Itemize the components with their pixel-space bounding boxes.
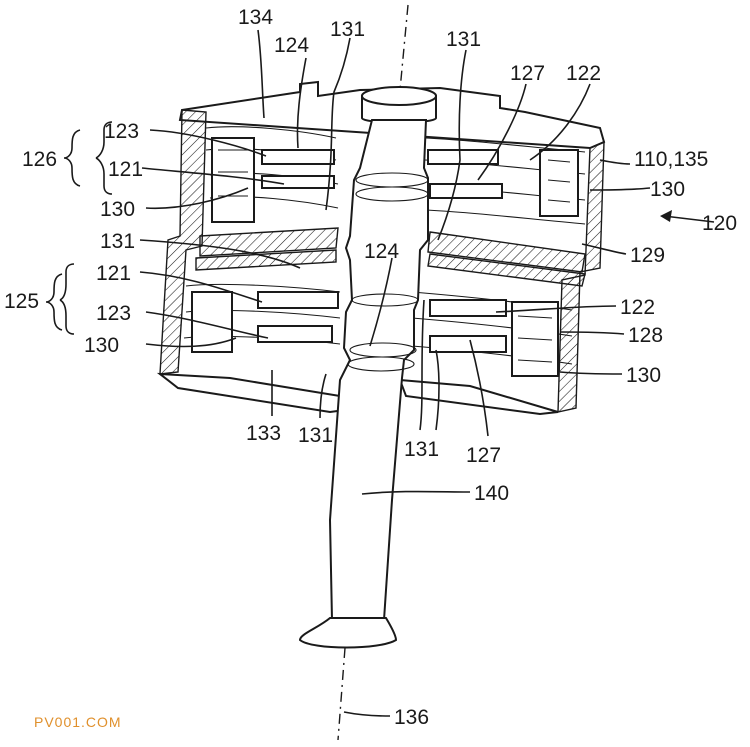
label-126: 126: [22, 148, 57, 171]
label-123-lower: 123: [96, 302, 131, 325]
label-130-upper-right: 130: [650, 178, 685, 201]
label-133: 133: [246, 422, 281, 445]
upper-chamber: [205, 126, 586, 225]
label-121-top: 121: [108, 158, 143, 181]
label-125: 125: [4, 290, 39, 313]
lower-chamber: [183, 249, 586, 377]
label-127-bottom: 127: [466, 444, 501, 467]
label-140: 140: [474, 482, 509, 505]
label-131-mid-left: 131: [100, 230, 135, 253]
label-130-lower-right: 130: [626, 364, 661, 387]
braces: [45, 129, 81, 331]
plunger: [298, 86, 437, 649]
axis-line: [337, 4, 409, 741]
label-136: 136: [394, 706, 429, 729]
label-122-top: 122: [566, 62, 601, 85]
label-131-top-right: 131: [446, 28, 481, 51]
label-130-upper-left: 130: [100, 198, 135, 221]
label-110-135: 110,135: [634, 148, 708, 171]
label-131-top-left: 131: [330, 18, 365, 41]
label-124-mid: 124: [364, 240, 399, 263]
watermark: PV001.COM: [34, 714, 122, 730]
label-130-lower-left: 130: [84, 334, 119, 357]
label-128: 128: [628, 324, 663, 347]
leader-lines: [59, 29, 715, 717]
labels: 134 124 131 131 127 122 126 123 121 110,…: [4, 6, 737, 730]
label-131-bottom-right: 131: [404, 438, 439, 461]
label-121-lower: 121: [96, 262, 131, 285]
label-131-bottom-left: 131: [298, 424, 333, 447]
label-124-top: 124: [274, 34, 309, 57]
label-129: 129: [630, 244, 665, 267]
label-127-top: 127: [510, 62, 545, 85]
label-122-lower: 122: [620, 296, 655, 319]
label-123-top: 123: [104, 120, 139, 143]
label-120: 120: [702, 212, 737, 235]
label-134: 134: [238, 6, 273, 29]
arrowhead-icon: [660, 210, 672, 222]
